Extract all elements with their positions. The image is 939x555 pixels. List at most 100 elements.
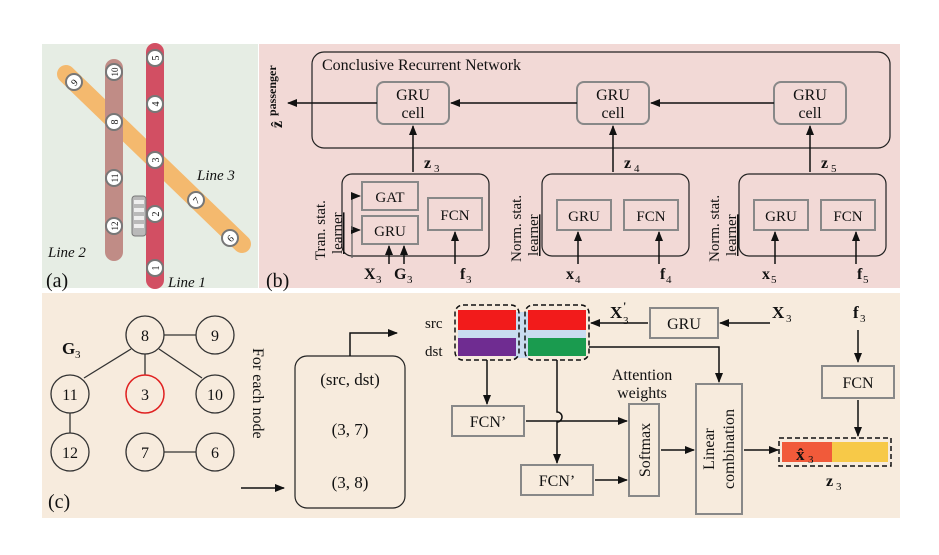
station: 11 bbox=[105, 169, 123, 187]
svg-text:3: 3 bbox=[407, 274, 413, 286]
line2-label: Line 2 bbox=[47, 245, 86, 261]
gru-box-c: GRU bbox=[649, 307, 719, 339]
svg-text:G: G bbox=[394, 266, 407, 283]
svg-text:learner: learner bbox=[526, 214, 542, 256]
station: 1 bbox=[146, 259, 164, 277]
svg-text:Norm. stat.: Norm. stat. bbox=[509, 195, 525, 262]
dst-label: dst bbox=[425, 344, 443, 360]
tran-learner-label: Tran. stat. learner bbox=[313, 200, 346, 260]
svg-text:3: 3 bbox=[836, 481, 842, 493]
svg-text:4: 4 bbox=[575, 274, 581, 286]
svg-text:Norm. stat.: Norm. stat. bbox=[707, 195, 723, 262]
svg-text:10: 10 bbox=[110, 67, 120, 77]
gru-cell-5: GRU cell bbox=[773, 81, 847, 125]
svg-text:9: 9 bbox=[69, 77, 80, 88]
gat-box: GAT bbox=[361, 181, 419, 211]
connector-bar bbox=[514, 312, 528, 358]
svg-text:9: 9 bbox=[211, 328, 219, 345]
embedding-block-1 bbox=[454, 304, 520, 361]
svg-text:3: 3 bbox=[808, 454, 814, 466]
fcn-box-5: FCN bbox=[820, 199, 876, 231]
svg-text:learner: learner bbox=[330, 212, 346, 254]
svg-text:X: X bbox=[364, 266, 376, 283]
svg-text:11: 11 bbox=[62, 387, 77, 404]
graph-node: 9 bbox=[195, 315, 235, 355]
fcn-box-c: FCN bbox=[821, 365, 895, 399]
svg-text:x: x bbox=[762, 266, 770, 283]
gru-cell-4: GRU cell bbox=[576, 81, 650, 125]
fcn-prime-box-2: FCN’ bbox=[520, 464, 594, 496]
norm-learner-box-5 bbox=[738, 173, 887, 257]
station: 10 bbox=[105, 63, 123, 81]
graph-node-highlight: 3 bbox=[125, 374, 165, 414]
gru-cell-3: GRU cell bbox=[376, 81, 450, 125]
attention-label-1: Attention bbox=[612, 367, 672, 384]
svg-text:f: f bbox=[460, 266, 466, 283]
svg-text:passenger: passenger bbox=[265, 65, 279, 116]
svg-text:8: 8 bbox=[141, 328, 149, 345]
svg-text:GRU: GRU bbox=[396, 87, 430, 104]
graph-node: 11 bbox=[50, 374, 90, 414]
train-icon bbox=[131, 195, 147, 237]
fcn-box-tran: FCN bbox=[427, 197, 483, 231]
svg-text:f: f bbox=[853, 303, 859, 322]
pairs-header: (src, dst) bbox=[320, 370, 379, 389]
svg-text:Linear: Linear bbox=[701, 427, 718, 469]
svg-text:learner: learner bbox=[724, 214, 740, 256]
svg-text:11: 11 bbox=[110, 174, 120, 183]
fcn-prime-box-1: FCN’ bbox=[451, 405, 525, 437]
gru-box-5: GRU bbox=[753, 199, 809, 231]
attention-label-2: weights bbox=[617, 385, 667, 402]
svg-text:5: 5 bbox=[831, 163, 837, 175]
svg-text:7: 7 bbox=[141, 445, 149, 462]
gru-box-4: GRU bbox=[556, 199, 612, 231]
station: 7 bbox=[187, 191, 205, 209]
station: 2 bbox=[146, 205, 164, 223]
svg-text:FCN: FCN bbox=[842, 375, 874, 392]
svg-text:5: 5 bbox=[771, 274, 777, 286]
svg-text:4: 4 bbox=[634, 163, 640, 175]
svg-text:5: 5 bbox=[863, 274, 869, 286]
svg-text:GRU: GRU bbox=[596, 87, 630, 104]
output-bar: x̂ 3 bbox=[778, 437, 892, 467]
panel-a-label: (a) bbox=[46, 270, 68, 292]
input-X3-G3: X 3 G 3 bbox=[364, 266, 413, 286]
svg-text:X: X bbox=[610, 303, 623, 322]
svg-text:f: f bbox=[857, 266, 863, 283]
svg-text:ẑ: ẑ bbox=[269, 121, 286, 128]
station: 3 bbox=[146, 151, 164, 169]
svg-text:x: x bbox=[566, 266, 574, 283]
svg-text:4: 4 bbox=[151, 102, 162, 107]
svg-text:GRU: GRU bbox=[765, 209, 797, 225]
crn-title: Conclusive Recurrent Network bbox=[322, 57, 521, 74]
x3-input-label: X 3 bbox=[772, 303, 792, 325]
station: 5 bbox=[146, 49, 164, 67]
svg-text:3: 3 bbox=[376, 274, 382, 286]
svg-text:5: 5 bbox=[151, 56, 162, 61]
svg-text:3: 3 bbox=[860, 313, 866, 325]
norm-learner-label-4: Norm. stat. learner bbox=[509, 195, 542, 262]
svg-text:GRU: GRU bbox=[667, 316, 701, 333]
svg-text:1: 1 bbox=[151, 266, 162, 271]
station: 9 bbox=[65, 73, 83, 91]
svg-text:3: 3 bbox=[141, 387, 149, 404]
graph-node: 6 bbox=[195, 432, 235, 472]
svg-text:3: 3 bbox=[623, 315, 629, 327]
panel-b-background bbox=[259, 44, 900, 288]
arrow bbox=[351, 192, 361, 230]
station: 4 bbox=[146, 95, 164, 113]
svg-text:x̂: x̂ bbox=[796, 445, 805, 464]
svg-text:3: 3 bbox=[75, 349, 81, 361]
svg-text:z: z bbox=[424, 155, 431, 172]
arrow bbox=[589, 346, 723, 383]
graph-edges bbox=[69, 334, 203, 453]
svg-text:GRU: GRU bbox=[793, 87, 827, 104]
svg-text:z: z bbox=[821, 155, 828, 172]
svg-text:2: 2 bbox=[151, 212, 162, 217]
panel-b-label: (b) bbox=[266, 270, 289, 292]
station: 6 bbox=[221, 229, 239, 247]
